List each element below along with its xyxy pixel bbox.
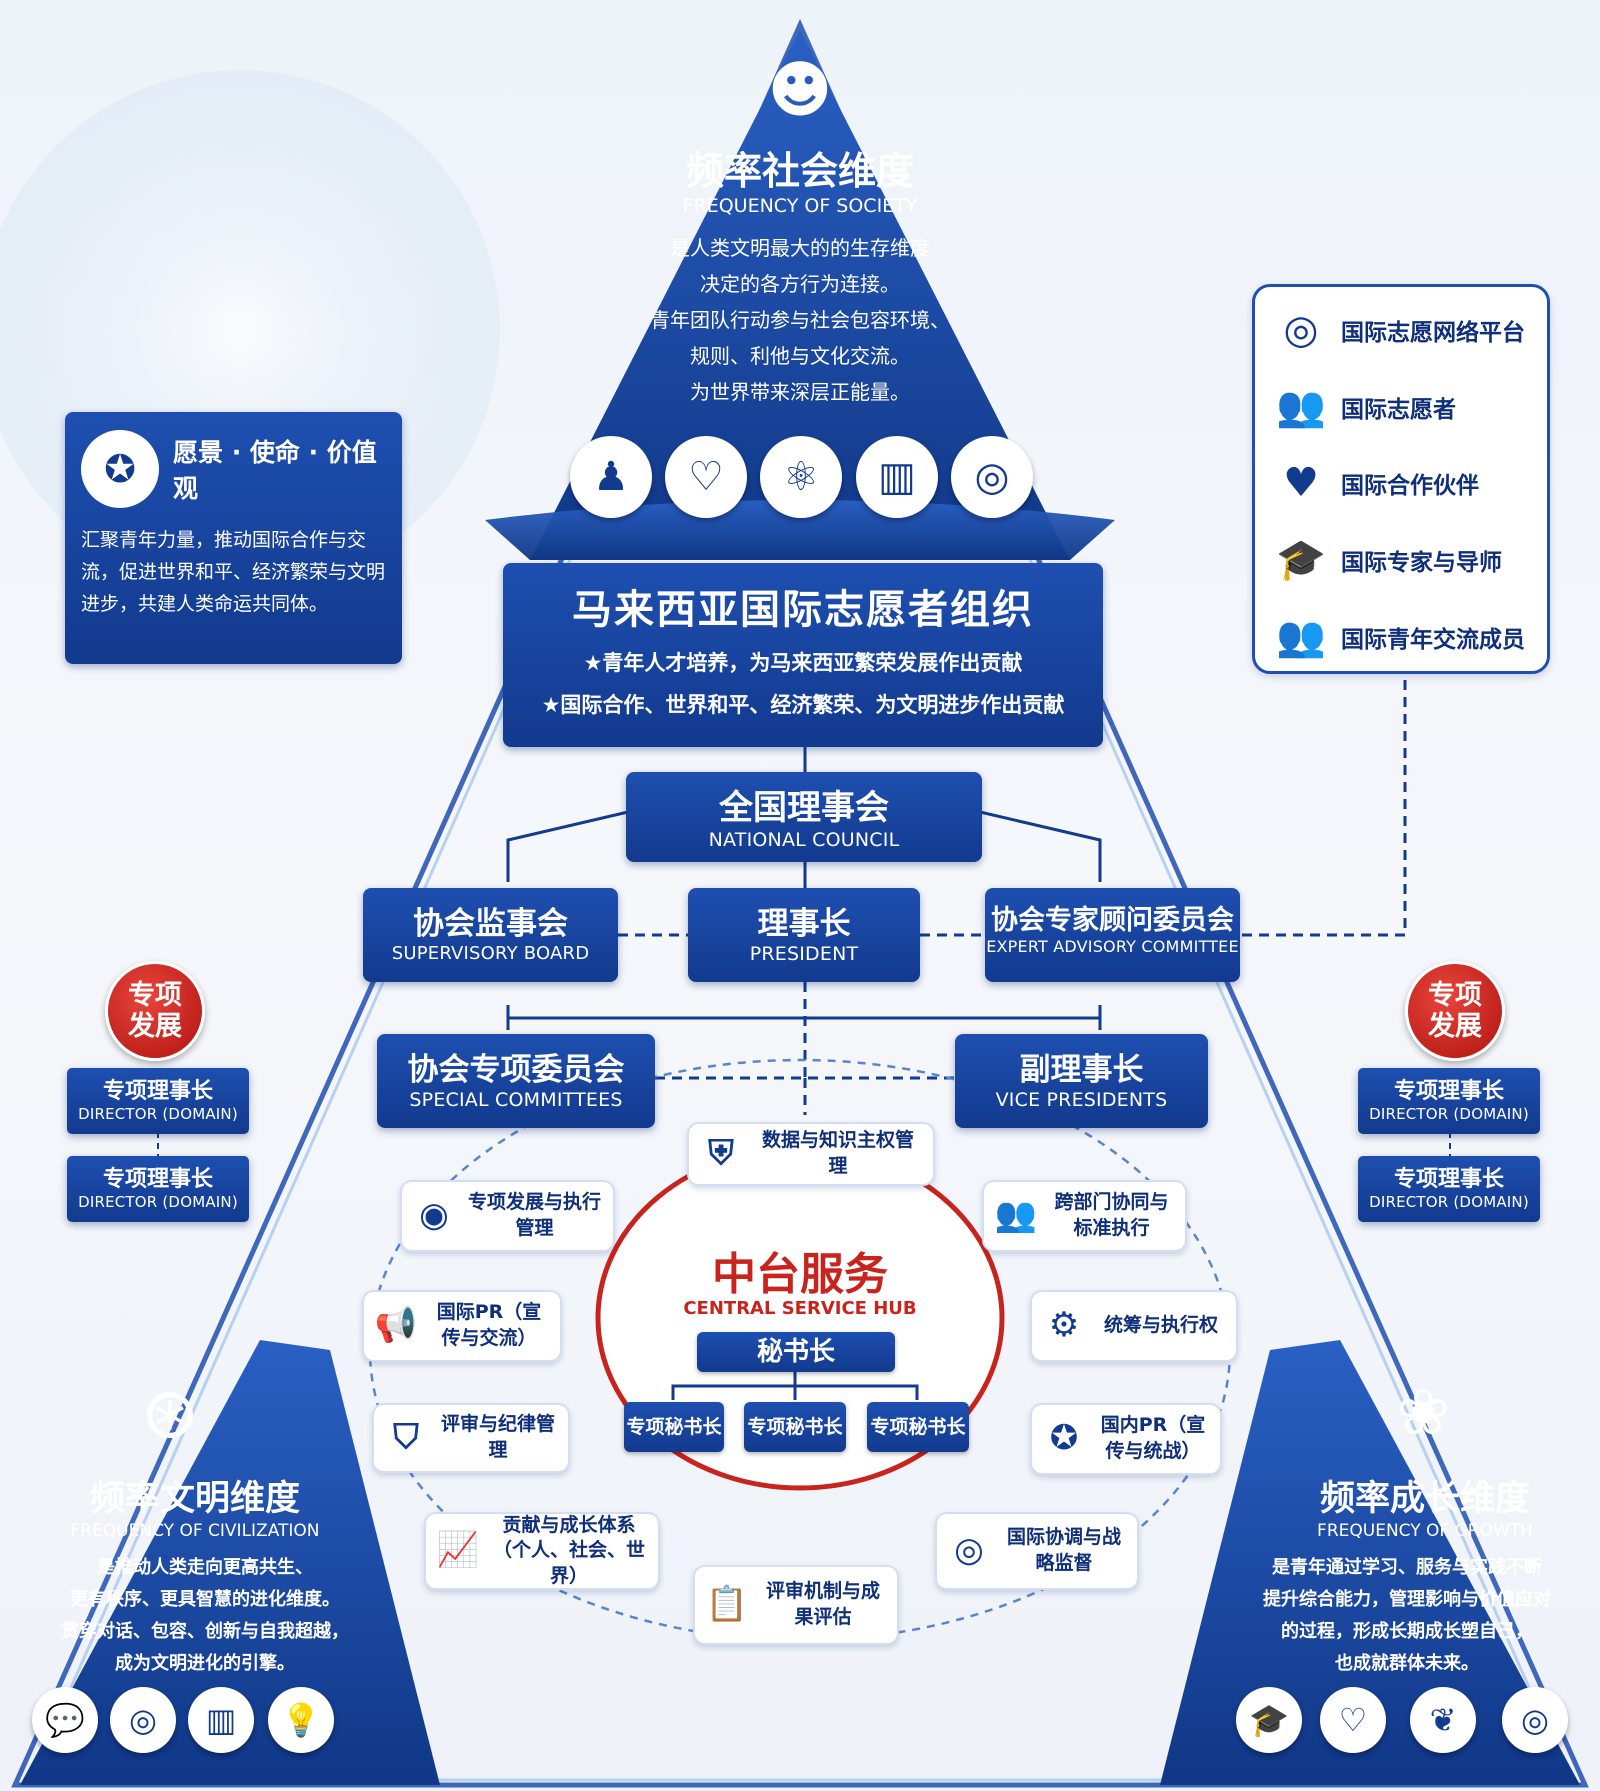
star-shield-icon: ✪: [1049, 1418, 1079, 1459]
organization-goal-1: ★青年人才培养，为马来西亚繁荣发展作出贡献: [583, 651, 1023, 675]
organization-title: 马来西亚国际志愿者组织: [572, 587, 1034, 633]
national-council-box: 全国理事会 NATIONAL COUNCIL: [626, 772, 982, 862]
director-domain-box: 专项理事长 DIRECTOR (DOMAIN): [1358, 1156, 1540, 1222]
growth-system-node: 📈贡献与成长体系（个人、社会、世界）: [424, 1512, 660, 1590]
globe-icon: ◎: [1502, 1687, 1568, 1753]
international-coordination-node: ◎国际协调与战略监督: [935, 1512, 1139, 1590]
civilization-description: 是推动人类走向更高共生、 更有秩序、更具智慧的进化维度。 贯穿对话、包容、创新与…: [61, 1557, 349, 1674]
graduation-cap-icon: 🎓: [1236, 1687, 1302, 1753]
society-description: 是人类文明最大的的生存维度 决定的各方行为连接。 青年团队行动参与社会包容环境、…: [650, 236, 950, 404]
lightbulb-icon: 💡: [268, 1687, 334, 1753]
director-domain-box: 专项理事长 DIRECTOR (DOMAIN): [67, 1068, 249, 1134]
society-subtitle: FREQUENCY OF SOCIETY: [682, 195, 918, 217]
vision-panel: ✪ 愿景 · 使命 · 价值观 汇聚青年力量，推动国际合作与交流，促进世界和平、…: [65, 412, 402, 664]
growth-panel: [1160, 1340, 1580, 1785]
team-star-icon: ✪: [81, 430, 159, 508]
legend-panel: ◎国际志愿网络平台 👥国际志愿者 ♥国际合作伙伴 🎓国际专家与导师 👥国际青年交…: [1252, 284, 1550, 674]
vice-presidents-box: 副理事长 VICE PRESIDENTS: [955, 1034, 1208, 1128]
society-title: 频率社会维度: [685, 149, 914, 193]
globe-icon: ◎: [110, 1687, 176, 1753]
president-box: 理事长 PRESIDENT: [688, 888, 920, 982]
legend-item: ♥国际合作伙伴: [1273, 460, 1527, 506]
cross-department-node: 👥跨部门协同与标准执行: [982, 1180, 1187, 1252]
target-icon: ◉: [419, 1195, 449, 1236]
hub-title: 中台服务: [712, 1249, 888, 1300]
evaluation-node: 📋评审机制与成果评估: [693, 1565, 899, 1645]
international-pr-node: 📢国际PR（宣传与交流）: [362, 1290, 562, 1362]
special-development-badge-right: 专项发展: [1405, 961, 1505, 1061]
globe-icon: ◎: [954, 1530, 984, 1571]
legend-item: 🎓国际专家与导师: [1273, 536, 1527, 583]
globe-icon: ◎: [951, 436, 1033, 518]
society-panel: [530, 30, 1070, 560]
sprout-icon: ❀: [1396, 1376, 1450, 1450]
legend-item: 👥国际青年交流成员: [1273, 613, 1527, 660]
hub-subtitle: CENTRAL SERVICE HUB: [683, 1298, 917, 1319]
secretary-general-box: 秘书长: [697, 1332, 895, 1372]
shield-check-icon: ⛉: [393, 1417, 419, 1458]
group-icon: 👥: [1276, 384, 1326, 430]
people-star-icon: ☻: [767, 53, 833, 126]
deputy-secretary-box: 专项秘书长: [624, 1402, 724, 1452]
special-committees-box: 协会专项委员会 SPECIAL COMMITTEES: [377, 1034, 655, 1128]
compass-icon: ⊛: [140, 1372, 200, 1454]
director-domain-box: 专项理事长 DIRECTOR (DOMAIN): [1358, 1068, 1540, 1134]
handshake-heart-icon: ♥: [1283, 460, 1319, 506]
special-development-node: ◉专项发展与执行管理: [400, 1180, 615, 1252]
chat-icon: 💬: [32, 1687, 98, 1753]
handshake-heart-icon: ♡: [1320, 1687, 1386, 1753]
graduation-cap-icon: 🎓: [1276, 537, 1326, 583]
deputy-secretary-box: 专项秘书长: [867, 1402, 969, 1452]
shield-icon: ⛨: [708, 1133, 734, 1174]
coordination-node: ⚙统筹与执行权: [1030, 1290, 1238, 1362]
supervisory-board-box: 协会监事会 SUPERVISORY BOARD: [363, 888, 618, 982]
growth-description: 是青年通过学习、服务与实践不断 提升综合能力，管理影响与价值应对 的过程，形成长…: [1263, 1557, 1551, 1674]
director-domain-box: 专项理事长 DIRECTOR (DOMAIN): [67, 1156, 249, 1222]
civilization-panel: [20, 1340, 440, 1785]
bar-chart-icon: 📈: [436, 1530, 480, 1571]
legend-item: 👥国际志愿者: [1273, 383, 1527, 430]
growth-title: 频率成长维度: [1319, 1479, 1530, 1519]
growth-subtitle: FREQUENCY OF GROWTH: [1317, 1521, 1533, 1541]
book-icon: ▥: [856, 436, 938, 518]
handshake-heart-icon: ♡: [665, 436, 747, 518]
sprout-icon: ❦: [1410, 1687, 1476, 1753]
gear-icon: ⚙: [1048, 1305, 1080, 1346]
vision-title: 愿景 · 使命 · 价值观: [173, 438, 377, 503]
organization-header: 马来西亚国际志愿者组织 ★青年人才培养，为马来西亚繁荣发展作出贡献 ★国际合作、…: [503, 563, 1103, 747]
review-discipline-node: ⛉评审与纪律管理: [372, 1403, 570, 1473]
vision-text: 汇聚青年力量，推动国际合作与交流，促进世界和平、经济繁荣与文明进步，共建人类命运…: [81, 529, 386, 615]
domestic-pr-node: ✪国内PR（宣传与统战）: [1030, 1403, 1222, 1475]
group-icon: 👥: [1276, 614, 1326, 660]
globe-icon: ◎: [1283, 307, 1319, 353]
special-development-badge-left: 专项发展: [105, 961, 205, 1061]
deputy-secretary-box: 专项秘书长: [744, 1402, 846, 1452]
organization-goal-2: ★国际合作、世界和平、经济繁荣、为文明进步作出贡献: [541, 693, 1065, 717]
people-star-icon: ♟: [570, 436, 652, 518]
atom-icon: ⚛: [760, 436, 842, 518]
civilization-subtitle: FREQUENCY OF CIVILIZATION: [70, 1521, 320, 1541]
expert-advisory-box: 协会专家顾问委员会 EXPERT ADVISORY COMMITTEE: [985, 888, 1240, 982]
megaphone-icon: 📢: [374, 1305, 418, 1346]
clipboard-icon: 📋: [705, 1584, 749, 1625]
data-sovereignty-node: ⛨数据与知识主权管理: [687, 1122, 935, 1186]
legend-item: ◎国际志愿网络平台: [1273, 307, 1527, 353]
group-icon: 👥: [994, 1195, 1038, 1236]
civilization-title: 频率文明维度: [89, 1479, 300, 1519]
book-icon: ▥: [188, 1687, 254, 1753]
